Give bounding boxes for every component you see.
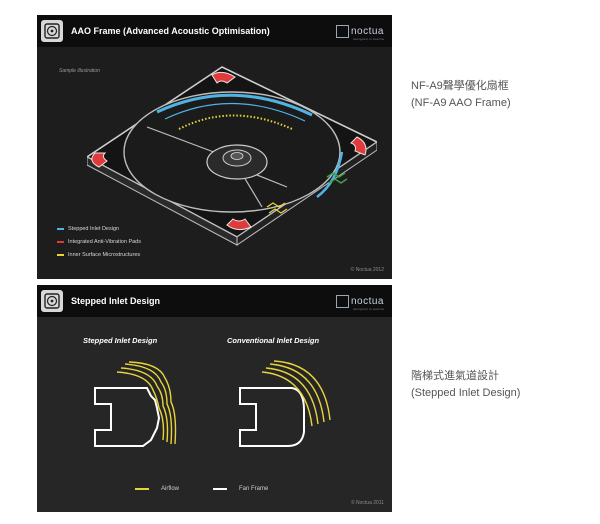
caption-line: 階梯式進氣道設計	[411, 370, 499, 382]
caption-line: (NF-A9 AAO Frame)	[411, 97, 511, 109]
legend-swatch	[135, 488, 149, 490]
brand-tagline: designed in austria	[353, 307, 384, 311]
slide-header: Stepped Inlet Design	[37, 285, 392, 317]
legend-swatch	[57, 227, 64, 230]
legend-item: Integrated Anti-Vibration Pads	[57, 235, 141, 248]
inlet-caption: 階梯式進氣道設計 (Stepped Inlet Design)	[411, 368, 520, 402]
legend-item: Airflow	[135, 486, 179, 492]
aao-frame-slide: AAO Frame (Advanced Acoustic Optimisatio…	[37, 15, 392, 279]
brand-tagline: designed in austria	[353, 37, 384, 41]
slide-title: AAO Frame (Advanced Acoustic Optimisatio…	[71, 26, 270, 36]
caption-line: NF-A9聲學優化扇框	[411, 80, 509, 92]
legend-item: Stepped Inlet Design	[57, 222, 141, 235]
legend-swatch	[57, 253, 64, 256]
legend-label: Inner Surface Microstructures	[68, 251, 141, 258]
brand-name: noctua	[350, 296, 384, 307]
fan-frame-illustration	[87, 66, 377, 246]
slide-title: Stepped Inlet Design	[71, 296, 161, 306]
logo-mark-icon	[335, 25, 349, 38]
frame-caption: NF-A9聲學優化扇框 (NF-A9 AAO Frame)	[411, 78, 511, 112]
copyright: © Noctua 2012	[350, 267, 384, 273]
legend-label: Stepped Inlet Design	[68, 225, 120, 232]
legend-label: Fan Frame	[239, 486, 269, 492]
caption-line: (Stepped Inlet Design)	[411, 387, 521, 399]
conventional-inlet-heading: Conventional Inlet Design	[227, 336, 320, 345]
legend-swatch	[213, 488, 227, 490]
noctua-logo: noctua	[335, 25, 384, 38]
legend-label: Airflow	[161, 486, 180, 492]
noctua-logo: noctua	[335, 295, 384, 308]
legend-item: Inner Surface Microstructures	[57, 248, 141, 261]
brand-name: noctua	[350, 26, 384, 37]
legend-label: Integrated Anti-Vibration Pads	[68, 238, 141, 245]
logo-mark-icon	[335, 295, 349, 308]
fan-icon	[41, 20, 63, 42]
legend-item: Fan Frame	[213, 486, 268, 492]
slide-header: AAO Frame (Advanced Acoustic Optimisatio…	[37, 15, 392, 47]
sample-note: Sample illustration	[59, 68, 100, 74]
copyright: © Noctua 2011	[350, 500, 384, 506]
fan-icon	[41, 290, 63, 312]
legend-swatch	[57, 240, 64, 243]
stepped-inlet-heading: Stepped Inlet Design	[83, 336, 158, 345]
slide-legend: Stepped Inlet Design Integrated Anti-Vib…	[57, 222, 141, 261]
stepped-inlet-slide: Stepped Inlet Design noctua designed in …	[37, 285, 392, 512]
stepped-inlet-diagram	[94, 361, 177, 447]
conventional-inlet-diagram	[239, 360, 331, 447]
